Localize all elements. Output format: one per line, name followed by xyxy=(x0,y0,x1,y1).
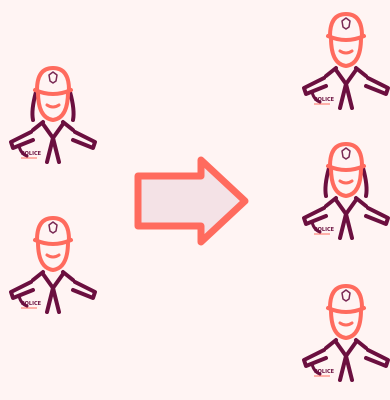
male-officer-icon: POLICE xyxy=(3,212,103,332)
badge-label: POLICE xyxy=(314,369,335,375)
female-officer-icon: POLICE xyxy=(3,62,103,182)
badge-label: POLICE xyxy=(21,151,42,157)
badge-label: POLICE xyxy=(21,301,42,307)
male-officer-icon: POLICE xyxy=(296,280,390,400)
badge-label: POLICE xyxy=(314,97,335,103)
badge-label: POLICE xyxy=(314,227,335,233)
right-arrow-icon xyxy=(133,156,251,246)
female-officer-icon: POLICE xyxy=(296,138,390,258)
male-officer-icon: POLICE xyxy=(296,8,390,128)
